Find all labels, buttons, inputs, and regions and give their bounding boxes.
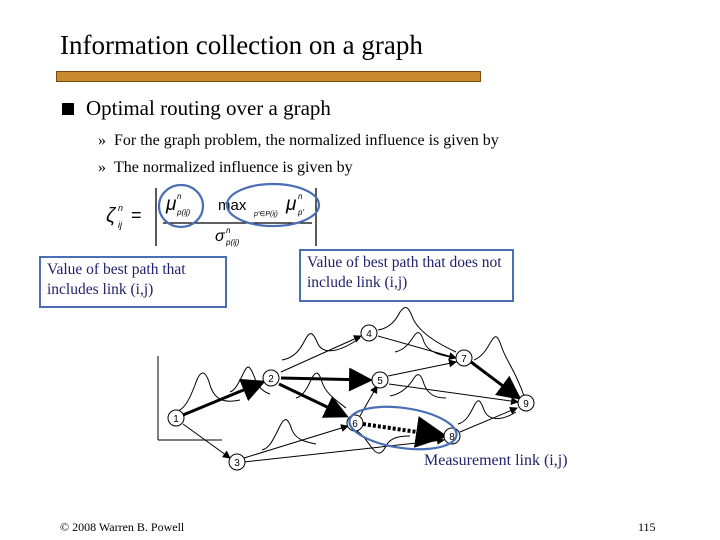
edge-5-9 — [388, 383, 519, 405]
edge-1-3 — [182, 423, 231, 459]
density-curve — [229, 366, 271, 395]
edge-3-8 — [243, 436, 445, 463]
slide-title: Information collection on a graph — [60, 30, 423, 60]
sub-bullet-marker: » — [98, 159, 106, 176]
graph-node — [517, 394, 535, 412]
sub-bullet-text: The normalized influence is given by — [114, 159, 353, 176]
graph-node — [360, 324, 378, 342]
edge-2-4 — [280, 335, 362, 373]
edge-4-7 — [377, 335, 457, 360]
graph-node — [228, 453, 246, 471]
node-label: 5 — [377, 376, 383, 387]
measurement-link-highlight — [348, 405, 458, 451]
graph-node — [167, 409, 185, 427]
graph-node — [262, 369, 280, 387]
path-edge-1-2 — [182, 378, 266, 417]
density-curve — [394, 332, 459, 359]
edge-5-7 — [387, 359, 457, 377]
bullet-square-icon — [62, 102, 74, 115]
sub-bullet-1: » For the graph problem, the normalized i… — [98, 132, 499, 150]
density-curve — [473, 336, 525, 397]
page-number: 115 — [638, 520, 656, 534]
measurement-link-label: Measurement link (i,j) — [424, 452, 568, 469]
path-edge-7-9 — [470, 360, 522, 400]
best-path — [182, 360, 522, 418]
density-curve — [377, 307, 457, 353]
node-label: 6 — [352, 419, 358, 430]
measurement-link-6-8 — [362, 416, 448, 448]
main-bullet: Optimal routing over a graph — [62, 96, 331, 121]
node-label: 4 — [366, 329, 372, 340]
path-edge-2-6 — [278, 382, 349, 418]
density-curve — [295, 372, 347, 409]
node-label: 7 — [461, 354, 467, 365]
node-label: 1 — [173, 414, 179, 425]
main-bullet-text: Optimal routing over a graph — [86, 96, 331, 120]
node-label: 2 — [268, 374, 274, 385]
density-curve — [174, 372, 241, 413]
edge-6-5 — [359, 385, 378, 417]
sub-bullet-2: » The normalized influence is given by — [98, 159, 353, 177]
graph-node — [371, 371, 389, 389]
distribution-curves — [174, 307, 525, 454]
graph-node-labels: 1 2 3 4 5 6 7 8 9 — [173, 329, 529, 469]
callout-right: Value of best path that does not include… — [299, 249, 514, 302]
edge-8-9 — [459, 407, 518, 433]
density-curve — [389, 374, 447, 399]
density-curve — [457, 400, 517, 425]
sub-bullet-text: For the graph problem, the normalized in… — [114, 132, 499, 149]
node-label: 8 — [449, 432, 455, 443]
edge-3-6 — [243, 424, 349, 459]
graph-nodes — [167, 324, 535, 471]
footer-copyright: © 2008 Warren B. Powell — [60, 520, 185, 534]
graph-node — [455, 349, 473, 367]
callout-left: Value of best path that includes link (i… — [39, 256, 227, 308]
node-label: 3 — [234, 458, 240, 469]
density-curve — [261, 419, 317, 451]
path-edge-2-5 — [280, 367, 373, 392]
node-label: 9 — [523, 399, 529, 410]
title-underline — [56, 71, 481, 82]
graph-edges — [182, 335, 519, 463]
sub-bullet-marker: » — [98, 132, 106, 149]
density-curve — [281, 333, 361, 361]
